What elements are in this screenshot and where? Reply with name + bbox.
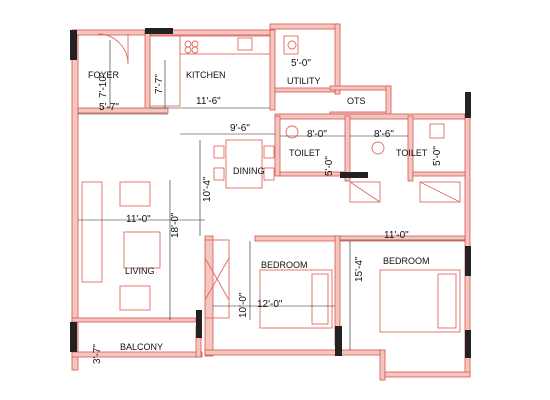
room-label-dining: DINING	[233, 166, 265, 176]
dim-living-vertical: 18'-0"	[170, 212, 181, 238]
furniture	[81, 33, 461, 333]
dim-living-horizontal: 11'-0"	[126, 214, 151, 225]
room-label-ots: OTS	[347, 96, 366, 106]
dim-kitchen-horizontal: 11'-6"	[196, 96, 221, 107]
dim-toilet-2-horizontal: 8'-6"	[374, 129, 394, 140]
room-label-kitchen: KITCHEN	[186, 70, 226, 80]
room-label-living: LIVING	[125, 266, 155, 276]
dim-foyer-vertical: 7'-10"	[98, 72, 109, 98]
dim-bedroom-2-horizontal: 11'-0"	[384, 230, 409, 241]
dim-foyer-horizontal: 5'-7"	[99, 102, 119, 113]
dim-utility-horizontal: 5'-0"	[291, 58, 311, 69]
dim-balcony-vertical: 3'-7"	[92, 344, 103, 364]
dimension-lines	[78, 40, 465, 350]
dim-bedroom-1-horizontal: 12'-0"	[257, 299, 283, 310]
dimension-labels: 7'-10" 7'-7" 5'-0" 5'-7" 11'-6" 9'-6" 8'…	[92, 58, 443, 364]
dim-toilet-2-vertical: 5'-0"	[432, 146, 443, 166]
dim-bedroom-1-vertical: 10'-0"	[238, 292, 249, 318]
room-label-balcony: BALCONY	[120, 342, 163, 352]
room-label-toilet-1: TOILET	[289, 148, 321, 158]
room-label-bedroom-1: BEDROOM	[261, 260, 308, 270]
room-labels: FOYER KITCHEN UTILITY OTS TOILET TOILET …	[88, 70, 430, 352]
room-label-foyer: FOYER	[88, 70, 120, 80]
dim-bedroom-2-vertical: 15'-4"	[354, 256, 365, 282]
dim-dining-vertical: 10'-4"	[202, 176, 213, 202]
dim-toilet-1-vertical: 5'-0"	[324, 156, 335, 176]
walls	[71, 23, 471, 381]
dim-dining-horizontal: 9'-6"	[230, 123, 250, 134]
room-label-utility: UTILITY	[287, 76, 321, 86]
columns	[70, 28, 471, 358]
dim-kitchen-vertical: 7'-7"	[154, 74, 165, 94]
room-label-bedroom-2: BEDROOM	[383, 256, 430, 266]
dim-toilet-1-horizontal: 8'-0"	[307, 129, 327, 140]
room-label-toilet-2: TOILET	[396, 148, 428, 158]
